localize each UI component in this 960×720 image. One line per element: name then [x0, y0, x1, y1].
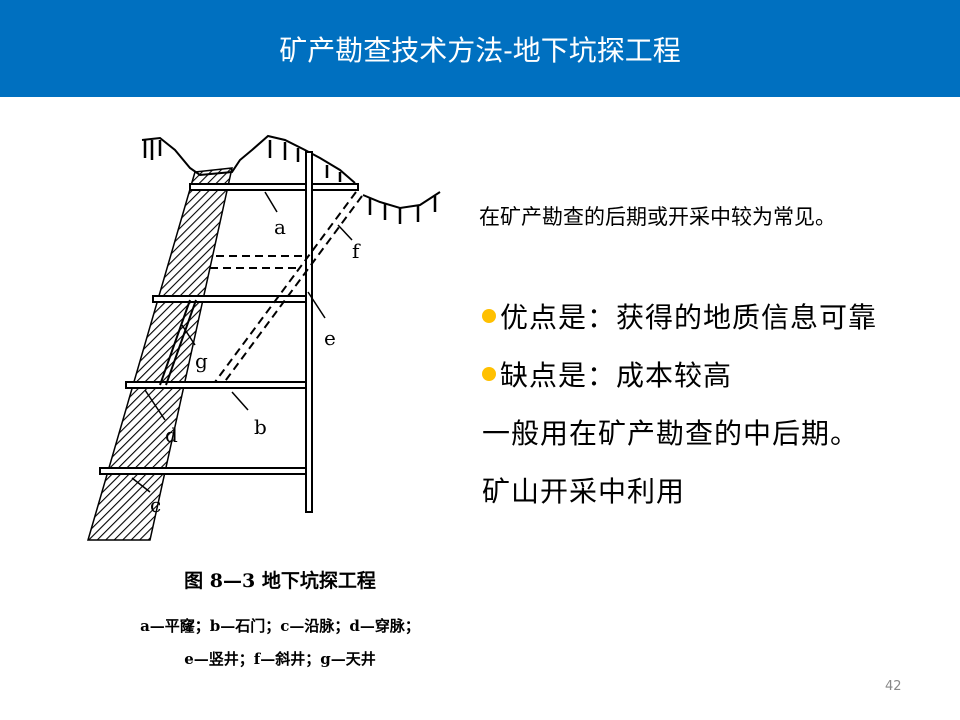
label-e: e — [324, 326, 336, 350]
label-c: c — [150, 493, 161, 517]
title-bar: 矿产勘查技术方法-地下坑探工程 — [0, 0, 960, 97]
disadvantage-item: 缺点是：成本较高 — [482, 354, 732, 394]
advantage-item: 优点是：获得的地质信息可靠 — [482, 296, 877, 336]
usage-note: 在矿产勘查的后期或开采中较为常见。 — [479, 205, 836, 229]
underground-exploration-diagram: a f e g d b c — [87, 134, 441, 541]
bullet-icon — [482, 309, 496, 323]
bullet-icon — [482, 367, 496, 381]
label-g: g — [195, 349, 208, 373]
mining-usage-text: 矿山开采中利用 — [482, 475, 686, 508]
figure-legend-line2: e—竖井；f—斜井；g—天井 — [184, 650, 376, 668]
usage-stage-text: 一般用在矿产勘查的中后期。 — [482, 417, 860, 450]
label-f: f — [352, 239, 361, 263]
page-number: 42 — [885, 679, 902, 694]
label-b: b — [254, 415, 267, 439]
figure-caption-title: 图 8—3 地下坑探工程 — [184, 570, 376, 592]
disadvantage-text: 缺点是：成本较高 — [500, 359, 733, 392]
slide-title: 矿产勘查技术方法-地下坑探工程 — [279, 33, 681, 67]
figure-legend-line1: a—平窿；b—石门；c—沿脉；d—穿脉； — [140, 617, 420, 635]
label-a: a — [274, 215, 286, 239]
label-d: d — [165, 423, 178, 447]
advantage-text: 优点是：获得的地质信息可靠 — [500, 301, 878, 334]
